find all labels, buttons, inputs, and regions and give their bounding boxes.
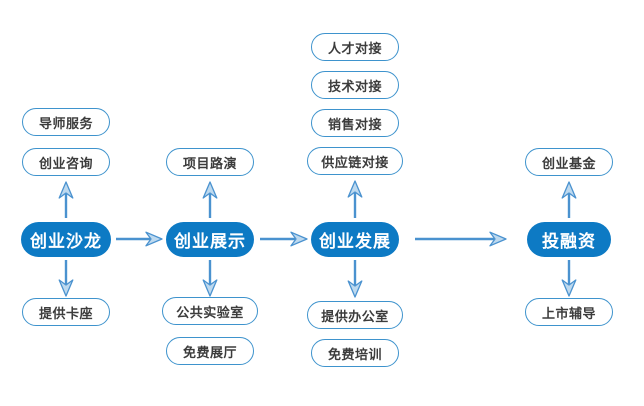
node-startup-fund: 创业基金 — [525, 148, 613, 176]
node-talent-matching: 人才对接 — [311, 33, 399, 61]
node-investment-financing: 投融资 — [527, 222, 611, 257]
arrow-up-development — [347, 180, 363, 218]
node-startup-consulting: 创业咨询 — [22, 148, 110, 176]
node-supply-chain-matching: 供应链对接 — [307, 147, 403, 175]
arrow-exhibition-to-development — [260, 231, 308, 247]
node-startup-development: 创业发展 — [311, 222, 399, 257]
arrow-development-to-financing — [415, 231, 507, 247]
arrow-down-exhibition — [202, 260, 218, 297]
node-provide-booth: 提供卡座 — [22, 298, 110, 326]
arrow-down-financing — [561, 260, 577, 297]
arrow-up-salon — [58, 181, 74, 218]
node-mentor-service: 导师服务 — [22, 108, 110, 136]
node-startup-salon: 创业沙龙 — [21, 222, 111, 257]
node-public-laboratory: 公共实验室 — [162, 297, 258, 325]
node-project-roadshow: 项目路演 — [166, 148, 254, 176]
node-ipo-guidance: 上市辅导 — [525, 298, 613, 326]
node-free-showroom: 免费展厅 — [166, 337, 254, 365]
node-sales-matching: 销售对接 — [311, 109, 399, 137]
arrow-up-exhibition — [202, 181, 218, 218]
arrow-down-development — [347, 260, 363, 298]
arrow-up-financing — [561, 181, 577, 218]
node-technology-matching: 技术对接 — [311, 71, 399, 99]
node-provide-office: 提供办公室 — [307, 301, 403, 329]
node-startup-exhibition: 创业展示 — [166, 222, 254, 257]
node-free-training: 免费培训 — [311, 339, 399, 367]
arrow-down-salon — [58, 260, 74, 297]
arrow-salon-to-exhibition — [116, 231, 163, 247]
